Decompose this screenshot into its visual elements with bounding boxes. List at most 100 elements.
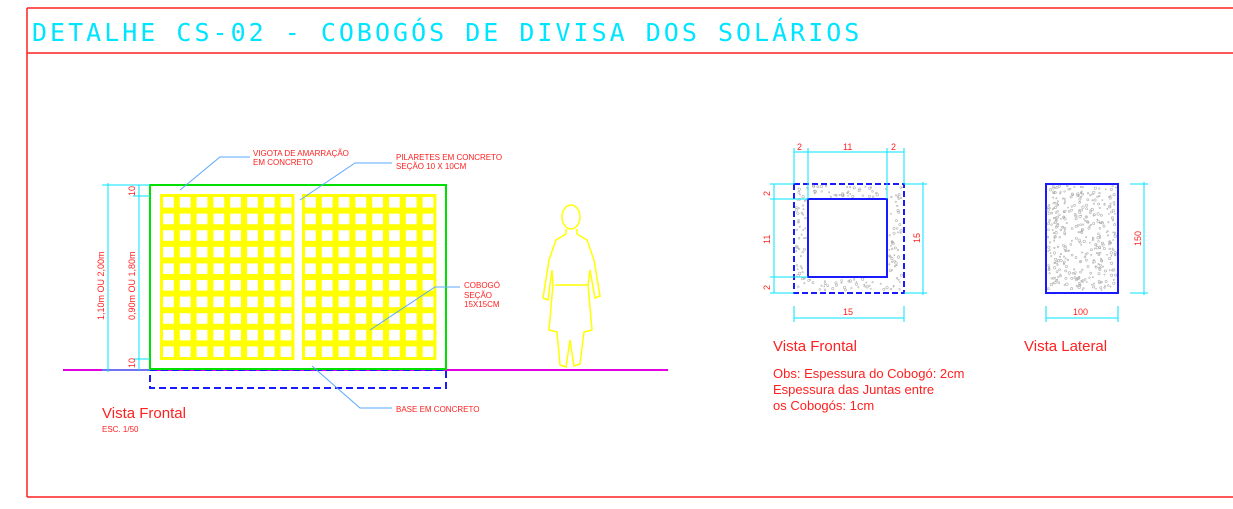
hatch-dot — [1078, 215, 1082, 219]
hatch-dot — [800, 233, 803, 236]
hatch-dot — [1092, 285, 1096, 289]
hatch-dot — [1090, 283, 1093, 286]
cobogo-cell — [280, 246, 292, 258]
hatch-dot — [888, 269, 892, 273]
block-side-outline — [1045, 183, 1119, 294]
dim-block-left-bottom: 2 — [762, 285, 772, 290]
hatch-dot — [1106, 253, 1108, 256]
hatch-dot — [1059, 228, 1063, 232]
hatch-dot — [1080, 214, 1083, 217]
cobogo-cell — [263, 280, 275, 291]
hatch-dot — [1089, 193, 1092, 197]
cobogo-cell — [263, 246, 275, 258]
cobogo-cell — [405, 346, 417, 357]
hatch-dot — [1109, 205, 1112, 208]
concrete-hatch — [794, 184, 903, 292]
concrete-base — [149, 369, 447, 389]
hatch-dot — [1070, 287, 1074, 291]
hatch-dot — [1047, 211, 1051, 215]
hatch-dot — [1055, 203, 1059, 207]
hatch-dot — [1103, 286, 1106, 289]
cobogo-cell — [355, 197, 367, 208]
hatch-dot — [823, 282, 827, 286]
hatch-dot — [896, 231, 899, 234]
hatch-dot — [898, 288, 901, 291]
hatch-dot — [1112, 231, 1115, 234]
cobogo-cell — [405, 263, 417, 274]
cobogo-cell — [422, 263, 434, 274]
cobogo-cell — [163, 296, 174, 308]
hatch-dot — [1093, 186, 1097, 190]
hatch-dot — [1093, 202, 1095, 205]
hatch-dot — [1114, 273, 1118, 277]
hatch-dot — [1096, 219, 1100, 224]
hatch-dot — [1047, 245, 1051, 249]
front-dimensions — [102, 183, 150, 372]
cobogo-cell — [405, 246, 417, 258]
hatch-dot — [851, 194, 855, 198]
hatch-dot — [1046, 208, 1050, 212]
cobogo-cell — [338, 296, 350, 308]
hatch-dot — [898, 281, 901, 283]
hatch-dot — [1095, 252, 1098, 255]
hatch-dot — [1069, 188, 1072, 190]
hatch-dot — [1063, 200, 1067, 203]
cobogo-cell — [179, 213, 191, 225]
hatch-dot — [891, 269, 893, 271]
hatch-dot — [1081, 268, 1084, 271]
hatch-dot — [804, 237, 807, 239]
hatch-dot — [804, 227, 807, 230]
hatch-dot — [1097, 232, 1100, 236]
hatch-dot — [1069, 195, 1073, 199]
hatch-dot — [896, 255, 901, 259]
hatch-dot — [1053, 206, 1057, 210]
hatch-dot — [823, 280, 826, 283]
hatch-dot — [846, 186, 849, 188]
hatch-dot — [1074, 273, 1076, 276]
hatch-dot — [1074, 217, 1078, 221]
hatch-dot — [795, 250, 798, 252]
hatch-dot — [1095, 287, 1097, 290]
hatch-dot — [1097, 272, 1101, 276]
hatch-dot — [809, 278, 812, 281]
hatch-dot — [1099, 281, 1102, 284]
hatch-dot — [1064, 277, 1068, 280]
hatch-dot — [847, 195, 849, 197]
hatch-dot — [890, 260, 894, 263]
hatch-dot — [1080, 244, 1083, 246]
cobogo-cell — [372, 246, 383, 258]
hatch-dot — [1082, 287, 1085, 290]
hatch-dot — [1078, 197, 1082, 201]
hatch-dot — [1071, 193, 1074, 197]
cobogo-cell — [372, 263, 383, 274]
hatch-dot — [838, 194, 841, 196]
hatch-dot — [897, 278, 900, 281]
concrete-frame — [149, 184, 447, 370]
hatch-dot — [1090, 207, 1094, 212]
hatch-dot — [1101, 243, 1105, 247]
hatch-dot — [811, 281, 815, 284]
cobogo-cell — [179, 280, 191, 291]
hatch-dot — [1082, 239, 1086, 243]
cobogo-cell — [422, 213, 434, 225]
obs-line-3: os Cobogós: 1cm — [773, 398, 874, 413]
cobogo-cell — [422, 346, 434, 357]
cobogo-cell — [196, 346, 208, 357]
cobogo-cell — [179, 246, 191, 258]
hatch-dot — [1064, 257, 1067, 260]
hatch-dot — [1114, 231, 1116, 234]
cobogo-cell — [389, 263, 400, 274]
cobogo-cell — [405, 280, 417, 291]
cobogo-cell — [247, 346, 258, 357]
hatch-dot — [1113, 233, 1116, 236]
hatch-dot — [1070, 253, 1074, 257]
hatch-dot — [1101, 199, 1104, 202]
hatch-dot — [1109, 195, 1112, 198]
concrete-hatch-side — [1046, 184, 1118, 291]
hatch-dot — [1092, 190, 1096, 194]
hatch-dot — [1074, 271, 1077, 274]
callout-pilaretes-line2: SEÇÃO 10 X 10CM — [396, 162, 467, 171]
dim-mid-height: 0,90m OU 1,80m — [127, 251, 137, 320]
cobogo-cell — [389, 329, 400, 341]
hatch-dot — [801, 195, 805, 199]
